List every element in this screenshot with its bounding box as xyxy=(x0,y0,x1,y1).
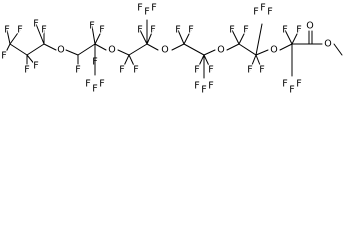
backbone-bond xyxy=(77,43,96,56)
fluorine-atom-label: F xyxy=(208,81,213,92)
c-f-bond xyxy=(9,29,21,45)
oxygen-atom-label: O xyxy=(324,39,331,50)
backbone-bond xyxy=(333,43,343,56)
c-f-bond xyxy=(91,25,96,45)
c-f-bond xyxy=(6,29,11,45)
c-f-bond xyxy=(3,43,11,57)
c-f-bond xyxy=(121,54,130,71)
c-f-bond xyxy=(196,54,205,71)
fluorine-atom-label: F xyxy=(99,25,104,36)
c-f-bond xyxy=(94,29,103,45)
fluorine-atom-label: F xyxy=(150,25,155,36)
fluorine-atom-label: F xyxy=(175,25,180,36)
fluorine-atom-label: F xyxy=(137,3,142,14)
c-f-bond xyxy=(238,29,247,45)
backbone-bond xyxy=(65,49,79,56)
backbone-bond xyxy=(9,43,28,56)
fluorine-atom-label: F xyxy=(119,65,124,76)
fluorine-atom-label: F xyxy=(194,65,199,76)
c-cf3-bond xyxy=(255,23,263,56)
fluorine-atom-label: F xyxy=(229,25,234,36)
fluorine-atom-label: F xyxy=(282,79,287,90)
fluorine-atom-label: F xyxy=(17,25,22,36)
fluorine-atom-label: F xyxy=(289,85,294,94)
fluorine-atom-label: F xyxy=(282,25,287,36)
fluorine-atom-label: F xyxy=(267,7,272,18)
fluorine-atom-label: F xyxy=(24,65,29,76)
backbone-bond xyxy=(128,43,148,56)
fluorine-atom-label: F xyxy=(133,65,138,76)
fluorine-atom-label: F xyxy=(89,21,94,32)
fluorine-atom-label: F xyxy=(1,51,6,62)
fluorine-atom-label: F xyxy=(33,19,38,30)
backbone-bond xyxy=(26,43,45,56)
backbone-bond xyxy=(171,43,185,51)
fluorine-atom-label: F xyxy=(137,25,142,36)
backbone-bond xyxy=(117,49,130,56)
fluorine-atom-label: F xyxy=(85,79,90,90)
fluorine-atom-label: F xyxy=(92,84,97,94)
backbone-bond xyxy=(238,43,257,56)
fluorine-atom-label: F xyxy=(259,65,264,76)
fluorine-atom-label: F xyxy=(4,25,9,36)
fluorine-atom-label: F xyxy=(33,61,38,72)
c-f-bond xyxy=(146,29,154,45)
fluorine-atom-label: F xyxy=(99,79,104,90)
c-f-bond xyxy=(35,23,45,45)
fluorine-atom-label: F xyxy=(296,25,301,36)
c-f-bond xyxy=(284,29,293,45)
oxygen-atom-label: O xyxy=(217,45,224,56)
backbone-bond xyxy=(43,43,57,51)
fluorine-atom-label: F xyxy=(247,65,252,76)
fluorine-atom-label: F xyxy=(194,81,199,92)
oxygen-atom-label: O xyxy=(306,21,313,32)
oxygen-atom-label: O xyxy=(270,45,277,56)
oxygen-atom-label: O xyxy=(108,45,115,56)
backbone-bond xyxy=(183,43,205,56)
fluorine-atom-label: F xyxy=(296,79,301,90)
backbone-bond xyxy=(94,43,107,51)
c-f-bond xyxy=(26,54,37,67)
fluorine-atom-label: F xyxy=(243,25,248,36)
fluorine-atom-label: F xyxy=(188,25,193,36)
fluorine-atom-label: F xyxy=(75,65,80,76)
c-f-bond xyxy=(291,29,300,45)
backbone-bond xyxy=(203,49,216,56)
backbone-bond xyxy=(255,49,269,56)
c-f-bond xyxy=(231,29,240,45)
c-f-bond xyxy=(249,54,257,71)
fluorine-atom-label: F xyxy=(260,3,265,14)
c-f-bond xyxy=(128,54,137,71)
c-f-bond xyxy=(139,29,148,45)
oxygen-atom-label: O xyxy=(57,45,64,56)
fluorine-atom-label: F xyxy=(151,3,156,14)
c-f-bond xyxy=(203,54,212,71)
c-f-bond xyxy=(177,29,185,45)
fluorine-atom-label: F xyxy=(253,7,258,18)
c-f-bond xyxy=(255,54,263,71)
fluorine-atom-label: F xyxy=(201,85,206,94)
backbone-bond xyxy=(279,43,293,51)
c-f-bond xyxy=(183,29,192,45)
fluorine-atom-label: F xyxy=(41,25,46,36)
backbone-bond xyxy=(146,43,159,51)
fluorine-atom-label: F xyxy=(208,65,213,76)
oxygen-atom-label: O xyxy=(161,45,168,56)
fluorine-atom-label: F xyxy=(144,7,149,18)
backbone-bond xyxy=(226,43,240,51)
